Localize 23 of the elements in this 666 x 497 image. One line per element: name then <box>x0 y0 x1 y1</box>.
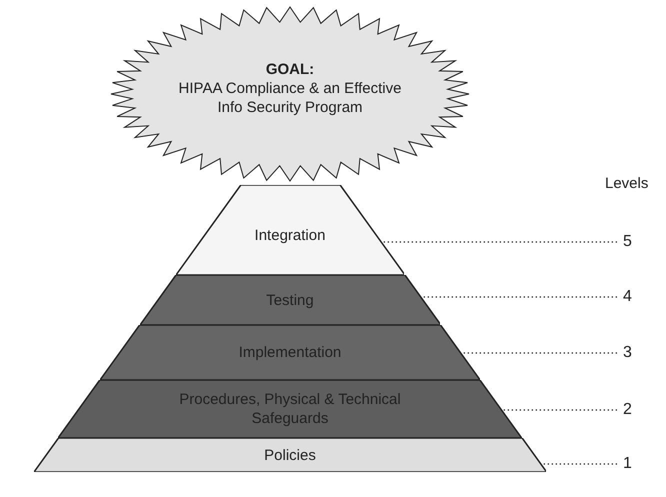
goal-heading: GOAL: <box>264 60 316 79</box>
pyramid-layer <box>140 275 440 325</box>
level-number: 5 <box>623 232 632 252</box>
level-number: 3 <box>623 343 632 363</box>
levels-heading: Levels <box>605 175 648 192</box>
layer-label: Integration <box>254 226 326 244</box>
level-number: 4 <box>623 287 632 307</box>
leader-line <box>502 409 617 411</box>
pyramid-layer <box>34 438 546 472</box>
pyramid-layer <box>100 325 480 380</box>
pyramid-layer <box>176 185 404 275</box>
leader-line <box>540 463 617 465</box>
goal-text: HIPAA Compliance & an Effective Info Security Program <box>178 79 402 117</box>
leader-line <box>460 352 617 354</box>
level-number: 1 <box>623 454 632 474</box>
layer-label: Procedures, Physical & Technical Safeguards <box>178 390 402 428</box>
pyramid-layer <box>58 380 522 438</box>
leader-line <box>380 241 617 243</box>
layer-label: Testing <box>265 290 315 310</box>
level-number: 2 <box>623 400 632 420</box>
starburst-shape <box>110 6 470 182</box>
layer-label: Policies <box>263 446 317 464</box>
layer-label: Implementation <box>238 343 342 362</box>
